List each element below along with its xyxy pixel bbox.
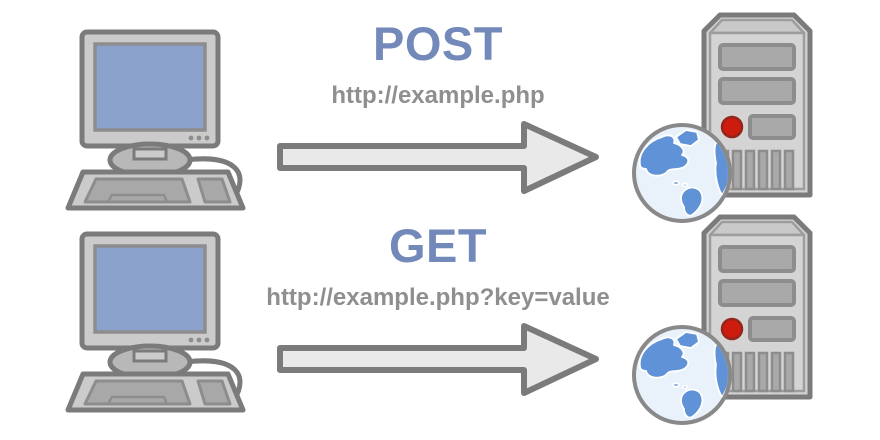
right-arrow-icon xyxy=(272,118,602,198)
request-url-label: http://example.php?key=value xyxy=(266,284,610,311)
http-method-label: POST xyxy=(373,17,503,70)
desktop-computer-icon xyxy=(52,216,252,416)
right-arrow-icon xyxy=(272,320,602,400)
post-label-group: POST http://example.php xyxy=(258,0,618,220)
web-server-globe-icon xyxy=(632,207,817,427)
http-method-label: GET xyxy=(388,219,488,272)
get-request-row: GET http://example.php?key=value xyxy=(0,202,880,422)
web-server-globe-icon xyxy=(632,5,817,225)
desktop-computer-icon xyxy=(52,14,252,214)
request-url-label: http://example.php xyxy=(331,82,545,109)
get-label-group: GET http://example.php?key=value xyxy=(258,202,618,422)
post-request-row: POST http://example.php xyxy=(0,0,880,220)
